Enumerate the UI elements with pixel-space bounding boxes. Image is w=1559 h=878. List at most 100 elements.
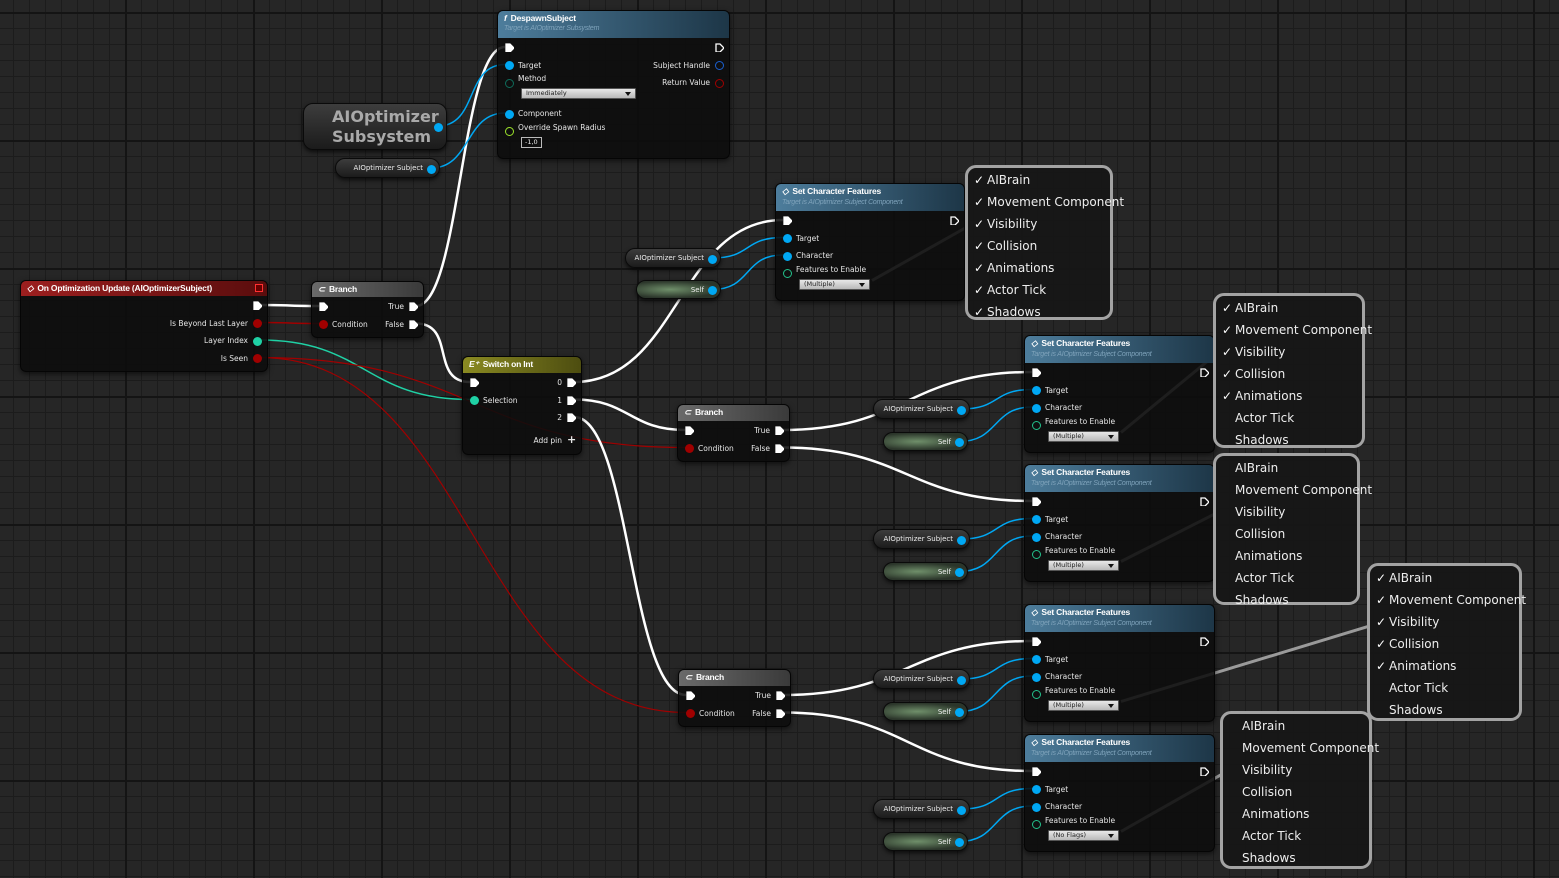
node-header[interactable]: ◇On Optimization Update (AIOptimizerSubj… <box>21 281 267 296</box>
exec-pin[interactable] <box>505 43 514 52</box>
node-header[interactable]: ⊂Branch <box>312 282 423 297</box>
character-pin[interactable] <box>1032 532 1041 542</box>
features-to-enable-pin[interactable] <box>783 269 792 278</box>
object-pin[interactable] <box>957 675 966 685</box>
exec-pin[interactable] <box>1032 767 1041 776</box>
character-pin[interactable] <box>1032 403 1041 413</box>
exec-pin[interactable] <box>409 302 418 311</box>
object-pin[interactable] <box>955 838 964 847</box>
method-pin[interactable] <box>505 78 514 88</box>
condition-pin[interactable] <box>686 709 695 718</box>
dropdown[interactable]: (No Flags) <box>1048 829 1119 841</box>
exec-pin[interactable] <box>686 691 695 700</box>
exec-pin[interactable] <box>1200 767 1209 776</box>
subject-variable[interactable]: AIOptimizer Subject <box>335 158 440 178</box>
self-variable[interactable]: Self <box>883 432 968 451</box>
dropdown[interactable]: (Multiple) <box>1048 699 1119 711</box>
is-beyond-last-layer-pin[interactable] <box>253 319 262 328</box>
object-pin[interactable] <box>957 535 966 545</box>
object-pin[interactable] <box>957 405 966 415</box>
exec-pin[interactable] <box>1200 368 1209 377</box>
condition-pin[interactable] <box>685 444 694 453</box>
target-pin[interactable] <box>783 234 792 243</box>
exec-pin[interactable] <box>950 216 959 225</box>
target-pin[interactable] <box>1032 386 1041 395</box>
return-value-pin[interactable] <box>715 78 724 88</box>
subject-handle-pin[interactable] <box>715 61 724 70</box>
selection-pin[interactable] <box>470 396 479 405</box>
exec-pin[interactable] <box>470 378 479 387</box>
dropdown[interactable]: Immediately <box>521 88 636 99</box>
character-pin[interactable] <box>783 251 792 261</box>
exec-pin[interactable] <box>775 443 784 453</box>
object-pin[interactable] <box>955 438 964 447</box>
target-pin[interactable] <box>1032 655 1041 664</box>
object-pin[interactable] <box>955 568 964 577</box>
self-variable[interactable]: Self <box>883 562 968 581</box>
exec-pin[interactable] <box>409 319 418 329</box>
object-pin[interactable] <box>434 122 443 132</box>
features-to-enable-pin[interactable] <box>1032 820 1041 829</box>
exec-pin[interactable] <box>775 426 784 435</box>
subject-variable[interactable]: AIOptimizer Subject <box>873 799 970 819</box>
self-variable[interactable]: Self <box>883 702 968 721</box>
character-pin[interactable] <box>1032 802 1041 812</box>
layer-index-pin[interactable] <box>253 336 262 346</box>
dropdown[interactable]: (Multiple) <box>1048 559 1119 571</box>
exec-pin[interactable] <box>1032 497 1041 506</box>
dropdown[interactable]: (Multiple) <box>1048 430 1119 442</box>
exec-pin[interactable] <box>1200 637 1209 646</box>
override-spawn-radius-pin[interactable] <box>505 127 514 136</box>
exec-pin[interactable] <box>783 216 792 225</box>
exec-pin[interactable] <box>685 426 694 435</box>
node-header[interactable]: ⊂Branch <box>679 670 790 686</box>
self-variable[interactable]: Self <box>636 280 721 299</box>
subject-variable[interactable]: AIOptimizer Subject <box>625 248 721 268</box>
exec-pin[interactable] <box>567 395 576 405</box>
target-pin[interactable] <box>505 61 514 70</box>
exec-pin[interactable] <box>567 378 576 387</box>
object-pin[interactable] <box>957 805 966 815</box>
object-pin[interactable] <box>708 286 717 295</box>
subsystem-variable[interactable]: AIOptimizer Subsystem <box>303 103 447 150</box>
features-to-enable-pin[interactable] <box>1032 421 1041 430</box>
dropdown[interactable]: (Multiple) <box>799 278 870 290</box>
exec-pin[interactable] <box>319 302 328 311</box>
object-pin[interactable] <box>708 254 717 264</box>
exec-pin[interactable] <box>1032 368 1041 377</box>
on-optimization-update-event[interactable]: ◇On Optimization Update (AIOptimizerSubj… <box>20 280 268 372</box>
exec-pin[interactable] <box>253 301 262 310</box>
self-variable[interactable]: Self <box>883 832 968 851</box>
exec-pin[interactable] <box>567 413 576 422</box>
exec-pin[interactable] <box>1032 637 1041 646</box>
is-seen-pin[interactable] <box>253 354 262 363</box>
subject-variable[interactable]: AIOptimizer Subject <box>873 399 970 419</box>
exec-pin[interactable] <box>1200 497 1209 506</box>
exec-pin[interactable] <box>776 691 785 700</box>
object-pin[interactable] <box>427 164 436 174</box>
exec-pin[interactable] <box>715 43 724 52</box>
character-pin[interactable] <box>1032 672 1041 682</box>
subject-variable[interactable]: AIOptimizer Subject <box>873 669 970 689</box>
features-to-enable-pin[interactable] <box>1032 550 1041 559</box>
target-pin[interactable] <box>1032 515 1041 524</box>
object-pin[interactable] <box>955 708 964 717</box>
value-input[interactable]: -1,0 <box>521 136 542 148</box>
delegate-pin-icon[interactable] <box>255 284 263 292</box>
features-to-enable-pin[interactable] <box>1032 690 1041 699</box>
